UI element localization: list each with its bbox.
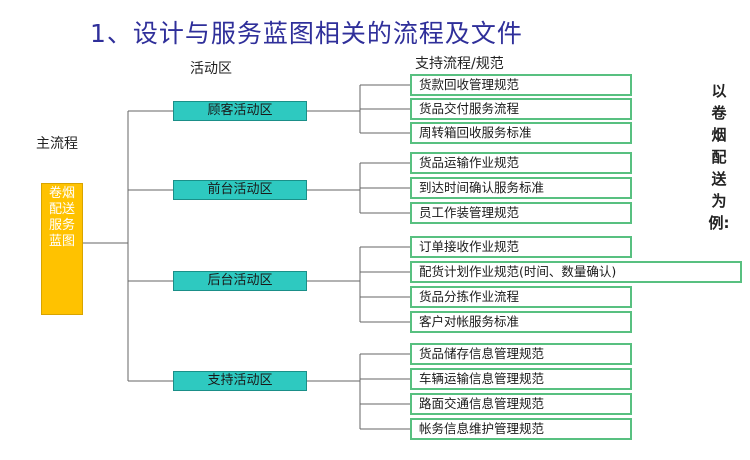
support-spec-box: 货品分拣作业流程 bbox=[410, 286, 632, 308]
support-spec-box: 配货计划作业规范(时间、数量确认) bbox=[410, 261, 742, 283]
main-process-box: 卷烟配送服务蓝图 bbox=[41, 183, 83, 315]
side-note: 以卷烟配送为例: bbox=[708, 82, 730, 232]
support-spec-box: 货品运输作业规范 bbox=[410, 152, 632, 174]
support-spec-box: 帐务信息维护管理规范 bbox=[410, 418, 632, 440]
main-process-label: 主流程 bbox=[36, 136, 78, 152]
support-spec-box: 货品交付服务流程 bbox=[410, 98, 632, 120]
support-spec-box: 货品储存信息管理规范 bbox=[410, 343, 632, 365]
support-spec-box: 员工作装管理规范 bbox=[410, 202, 632, 224]
support-spec-box: 周转箱回收服务标准 bbox=[410, 122, 632, 144]
support-spec-box: 车辆运输信息管理规范 bbox=[410, 368, 632, 390]
support-spec-box: 到达时间确认服务标准 bbox=[410, 177, 632, 199]
activity-area-box: 支持活动区 bbox=[173, 371, 307, 391]
support-process-label: 支持流程/规范 bbox=[415, 56, 504, 72]
main-process-text: 卷烟配送服务蓝图 bbox=[48, 186, 75, 249]
activity-area-label: 活动区 bbox=[190, 61, 232, 77]
activity-area-box: 后台活动区 bbox=[173, 271, 307, 291]
support-spec-box: 路面交通信息管理规范 bbox=[410, 393, 632, 415]
support-spec-box: 订单接收作业规范 bbox=[410, 236, 632, 258]
activity-area-box: 前台活动区 bbox=[173, 180, 307, 200]
page-title: 1、设计与服务蓝图相关的流程及文件 bbox=[90, 19, 523, 48]
activity-area-box: 顾客活动区 bbox=[173, 101, 307, 121]
support-spec-box: 货款回收管理规范 bbox=[410, 74, 632, 96]
support-spec-box: 客户对帐服务标准 bbox=[410, 311, 632, 333]
